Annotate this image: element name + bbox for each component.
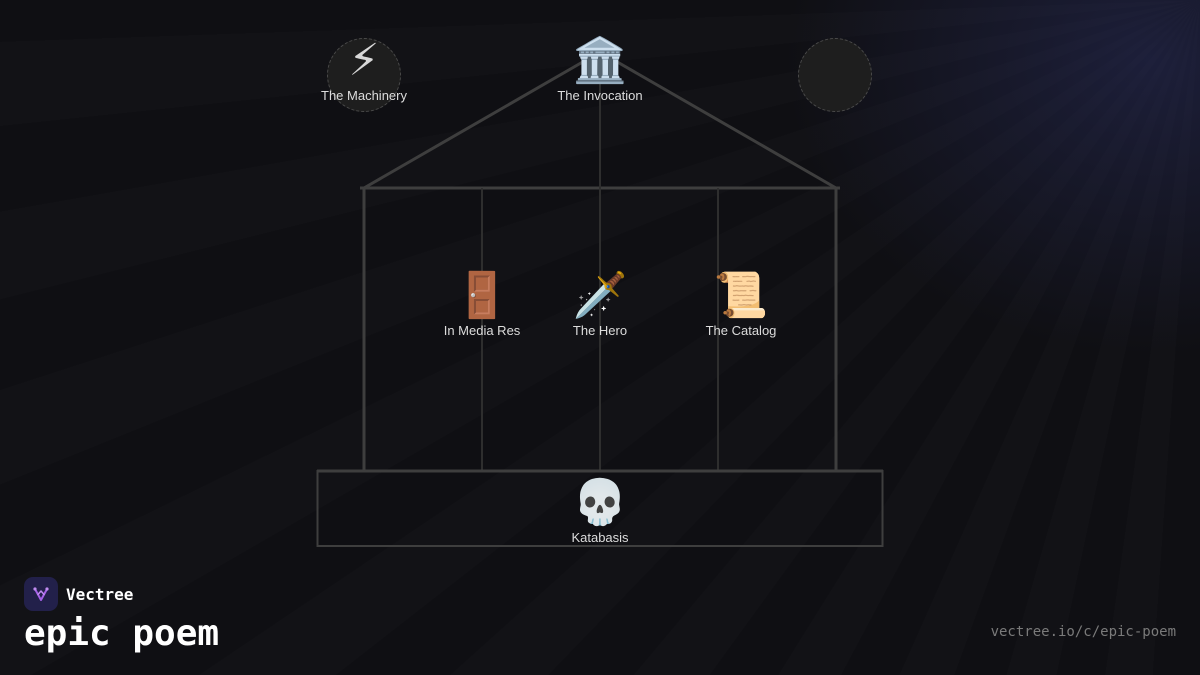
dagger-icon: 🗡️ [572,271,628,320]
skull-icon: 💀 [572,478,628,527]
brand-name: Vectree [66,584,134,604]
classical-building-icon: 🏛️ [572,36,628,85]
node-invocation[interactable]: 🏛️ The Invocation [557,36,642,103]
node-catalog[interactable]: 📜 The Catalog [706,271,777,338]
node-label: The Invocation [557,88,643,103]
brand[interactable]: Vectree [24,577,133,611]
page-url[interactable]: vectree.io/c/epic-poem [990,624,1176,640]
node-in-media-res[interactable]: 🚪 In Media Res [444,271,521,338]
node-katabasis[interactable]: 💀 Katabasis [571,478,628,545]
temple-foundation [316,470,884,547]
node-label: Katabasis [571,530,629,545]
page-title: epic poem [24,613,220,654]
node-machinery[interactable]: ⚡ The Machinery [321,36,407,103]
machinery-disc [327,38,401,112]
node-label: In Media Res [443,323,521,338]
node-label: The Catalog [705,323,777,338]
door-icon: 🚪 [454,271,510,320]
scroll-icon: 📜 [713,271,769,320]
node-hero[interactable]: 🗡️ The Hero [573,271,628,338]
node-label: The Hero [572,323,628,338]
node-label: The Machinery [321,88,407,103]
empty-disc[interactable] [798,38,872,112]
lightning-icon: ⚡ [348,36,380,85]
vectree-logo-icon [24,577,58,611]
